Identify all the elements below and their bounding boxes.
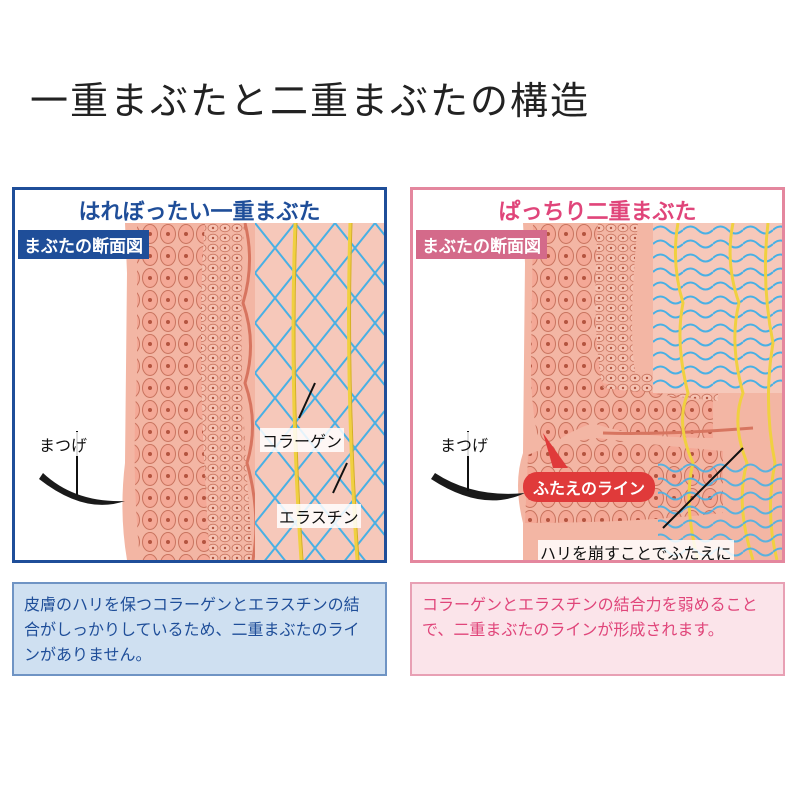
eyelash-icon: [39, 473, 125, 505]
elastin-label: エラスチン: [277, 504, 361, 528]
eyelash-label: まつげ: [438, 432, 491, 456]
crease-line-label: ふたえのライン: [523, 472, 656, 502]
collagen-label: コラーゲン: [260, 428, 345, 452]
double-eyelid-title: ぱっちり二重まぶた: [498, 200, 697, 225]
page-title: 一重まぶたと二重まぶたの構造: [30, 79, 591, 123]
eyelash-icon: [431, 473, 525, 501]
double-eyelid-panel: ぱっちり二重まぶた: [410, 187, 785, 563]
section-label: まぶたの断面図: [416, 230, 547, 259]
double-eyelid-description: コラーゲンとエラスチンの結合力を弱めることで、二重まぶたのラインが形成されます。: [410, 582, 785, 676]
section-label: まぶたの断面図: [18, 230, 149, 259]
single-eyelid-description: 皮膚のハリを保つコラーゲンとエラスチンの結合がしっかりしているため、二重まぶたの…: [12, 582, 387, 676]
eyelash-label: まつげ: [37, 432, 90, 456]
double-eyelid-diagram: [413, 223, 782, 560]
single-eyelid-title: はれぼったい一重まぶた: [78, 200, 321, 225]
single-eyelid-panel: はれぼったい一重まぶた: [12, 187, 387, 563]
single-eyelid-cross-section: [15, 223, 384, 560]
single-eyelid-diagram: [15, 223, 384, 560]
bottom-note: ハリを崩すことでふたえに: [538, 540, 734, 560]
double-eyelid-cross-section: [413, 223, 782, 560]
